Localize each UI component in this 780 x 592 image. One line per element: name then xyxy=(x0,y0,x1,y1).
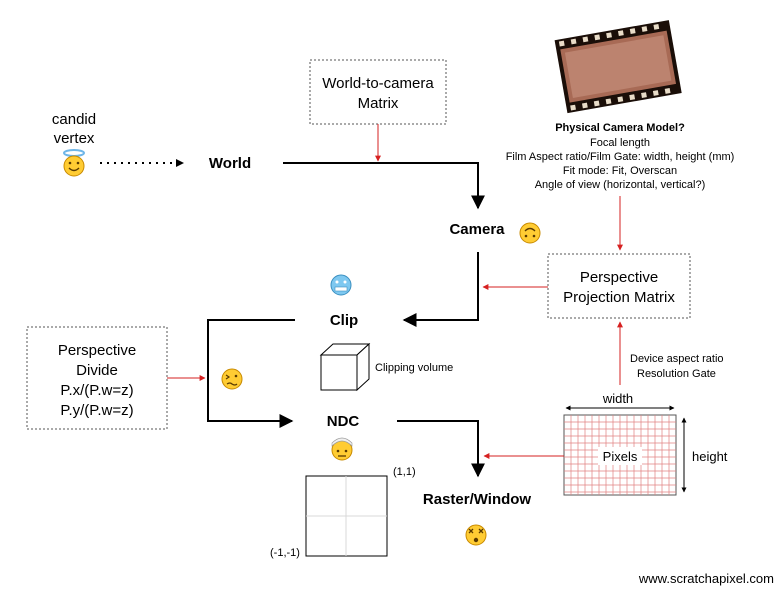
vertex-label-line1: candid xyxy=(52,111,96,128)
stage-world: World xyxy=(209,155,251,172)
camera-to-clip-arrow xyxy=(402,252,479,327)
ndc-bottom-left-label: (-1,-1) xyxy=(270,547,300,559)
clipping-volume-label: Clipping volume xyxy=(375,362,453,374)
perspective-divide-box xyxy=(26,326,168,430)
world-to-camera-matrix-box xyxy=(309,59,447,125)
film-strip-image xyxy=(554,20,682,114)
candid-vertex: candid vertex xyxy=(52,111,96,177)
dizzy-face-icon xyxy=(465,524,487,546)
cold-face-icon xyxy=(330,274,352,296)
woozy-face-icon xyxy=(221,368,243,390)
stage-camera: Camera xyxy=(449,221,505,238)
projection-matrix-line1: Perspective xyxy=(580,269,658,286)
face-with-head-bandage-icon xyxy=(331,437,353,461)
pixels-height-label: height xyxy=(692,449,728,464)
stage-clip: Clip xyxy=(330,312,358,329)
smiling-face-with-halo-icon xyxy=(63,149,85,177)
pixels-label: Pixels xyxy=(603,449,638,464)
vertex-arrow-head xyxy=(176,159,184,167)
camera-model-title: Physical Camera Model? xyxy=(555,122,685,134)
device-line2: Resolution Gate xyxy=(637,368,716,380)
projection-matrix-box xyxy=(547,253,691,319)
ndc-top-right-label: (1,1) xyxy=(393,466,416,478)
perspective-divide-line4: P.y/(P.w=z) xyxy=(60,402,133,419)
camera-model-line: Angle of view (horizontal, vertical?) xyxy=(535,179,706,191)
projection-matrix-line2: Projection Matrix xyxy=(563,289,675,306)
clip-to-ndc-arrow xyxy=(207,319,295,428)
stage-ndc: NDC xyxy=(327,413,360,430)
world-to-camera-line1: World-to-camera xyxy=(322,75,434,92)
pixels-width-label: width xyxy=(602,391,633,406)
ndc-square xyxy=(305,475,388,557)
device-line1: Device aspect ratio xyxy=(630,353,724,365)
pixel-grid xyxy=(563,414,677,496)
vertex-label-line2: vertex xyxy=(54,130,95,147)
perspective-divide-line3: P.x/(P.w=z) xyxy=(60,382,133,399)
camera-model-line: Film Aspect ratio/Film Gate: width, heig… xyxy=(506,151,735,163)
camera-model-line: Focal length xyxy=(590,137,650,149)
camera-model-line: Fit mode: Fit, Overscan xyxy=(563,165,677,177)
perspective-divide-line1: Perspective xyxy=(58,342,136,359)
stage-raster: Raster/Window xyxy=(423,491,532,508)
world-to-camera-line2: Matrix xyxy=(358,95,399,112)
perspective-divide-line2: Divide xyxy=(76,362,118,379)
footer-url: www.scratchapixel.com xyxy=(638,571,774,586)
clipping-volume-cube xyxy=(319,342,371,392)
ndc-to-raster-arrow xyxy=(397,420,485,478)
world-to-camera-arrow xyxy=(283,162,485,210)
upside-down-face-icon xyxy=(519,222,541,244)
